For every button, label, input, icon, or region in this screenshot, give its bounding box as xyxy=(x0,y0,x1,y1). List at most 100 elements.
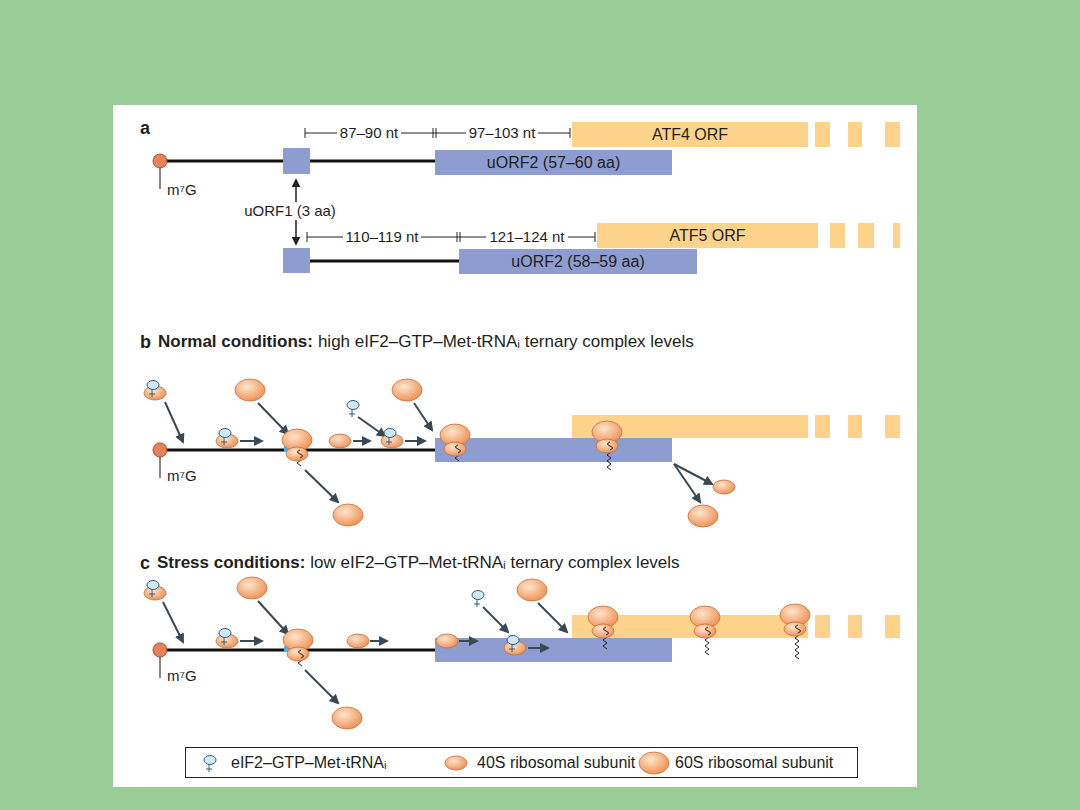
panel-heading: Stress conditions: xyxy=(157,553,305,573)
trna-stem xyxy=(352,409,353,417)
ternary-complex xyxy=(507,636,519,645)
trna-stem xyxy=(152,389,153,397)
dimension-tick xyxy=(460,232,461,242)
cap-symbol xyxy=(153,443,167,457)
small-subunit xyxy=(436,634,458,648)
dimension-tick xyxy=(436,128,437,138)
small-subunit xyxy=(592,624,614,638)
panel-letter: c xyxy=(140,553,150,574)
box-label: ATF5 ORF xyxy=(669,227,745,245)
dimension-label: 97–103 nt xyxy=(466,124,539,141)
orf-continuation xyxy=(815,122,830,147)
dimension-tick xyxy=(457,232,458,242)
flow-arrow xyxy=(258,601,288,634)
small-subunit xyxy=(286,447,308,461)
flow-arrow xyxy=(258,403,288,434)
mrna-line xyxy=(310,260,459,263)
panel-letter: b xyxy=(140,332,151,353)
ternary-complex xyxy=(347,401,359,410)
flow-arrow xyxy=(358,417,385,436)
trna-arm xyxy=(509,649,515,650)
flow-arrow xyxy=(305,670,338,703)
legend-label: 40S ribosomal subunit xyxy=(477,754,635,772)
uorf1-box xyxy=(283,148,310,174)
large-subunit xyxy=(235,379,265,401)
trna-stem xyxy=(389,437,390,445)
trna-arm xyxy=(221,442,227,443)
ternary-complex xyxy=(219,629,231,638)
dimension-tick xyxy=(307,232,308,242)
box-label: uORF2 (58–59 aa) xyxy=(511,253,644,271)
orf-continuation xyxy=(848,415,862,438)
ternary-complex xyxy=(147,381,159,390)
large-subunit xyxy=(688,505,718,527)
flow-arrow xyxy=(305,470,338,502)
flow-arrow xyxy=(353,440,370,442)
peptide-mark xyxy=(456,445,461,453)
flow-arrow xyxy=(483,607,508,632)
peptide-mark xyxy=(796,625,801,633)
small-subunit xyxy=(784,622,806,636)
orf-continuation xyxy=(858,223,874,248)
orf-continuation xyxy=(830,223,845,248)
flow-arrow xyxy=(240,640,262,642)
trna-stem xyxy=(512,644,513,652)
mrna-line xyxy=(160,160,283,163)
box-label: ATF4 ORF xyxy=(652,126,728,144)
trna-arm xyxy=(349,414,355,415)
flow-arrow xyxy=(370,640,387,642)
uorf1-box xyxy=(283,248,310,273)
legend-item: 60S ribosomal subunit xyxy=(638,748,833,777)
trna-arm xyxy=(221,642,227,643)
flow-arrow xyxy=(459,640,477,642)
cap-label: m⁷G xyxy=(167,467,197,484)
orf-continuation xyxy=(885,122,900,147)
trna-arm xyxy=(386,442,392,443)
panel-b xyxy=(144,379,900,527)
uorf-box: uORF2 (58–59 aa) xyxy=(459,249,697,274)
cap-stem xyxy=(160,456,161,478)
uorf-box: uORF2 (57–60 aa) xyxy=(435,150,672,175)
trna-arm xyxy=(474,604,480,605)
large-subunit xyxy=(517,579,547,601)
legend-symbol xyxy=(194,749,226,776)
dimension-tick xyxy=(305,128,306,138)
orf-continuation xyxy=(815,615,830,638)
orf-continuation xyxy=(815,415,830,438)
orf-continuation xyxy=(848,615,862,638)
orf-continuation xyxy=(885,615,900,638)
trna-stem xyxy=(152,589,153,597)
peptide-mark xyxy=(706,627,711,635)
flow-arrow xyxy=(405,440,425,442)
legend-item: 40S ribosomal subunit xyxy=(440,748,635,777)
uorf2-box xyxy=(435,438,672,462)
legend-box: eIF2–GTP–Met-tRNAᵢ 40S ribosomal subunit6… xyxy=(185,747,858,778)
panel-letter: a xyxy=(140,118,150,139)
orf-continuation xyxy=(848,122,862,147)
large-subunit xyxy=(392,379,422,401)
large-subunit xyxy=(333,504,363,526)
trna-arm xyxy=(149,594,155,595)
uorf2-box xyxy=(435,638,672,662)
orf-box: ATF5 ORF xyxy=(597,223,818,248)
small-subunit xyxy=(713,480,735,494)
trna-arm xyxy=(206,769,212,770)
dimension-tick xyxy=(433,128,434,138)
trna-arm xyxy=(149,394,155,395)
flow-arrow xyxy=(165,402,183,442)
dimension-label: 110–119 nt xyxy=(343,228,422,245)
legend-label: eIF2–GTP–Met-tRNAᵢ xyxy=(231,754,386,772)
cap-label: m⁷G xyxy=(167,181,197,198)
legend-item: eIF2–GTP–Met-tRNAᵢ xyxy=(194,748,386,777)
panel-heading: high eIF2–GTP–Met-tRNAᵢ ternary complex … xyxy=(318,332,694,352)
flow-arrow xyxy=(538,603,567,632)
box-label: uORF2 (57–60 aa) xyxy=(487,154,620,172)
trna-stem xyxy=(477,599,478,607)
small-subunit xyxy=(347,634,369,648)
small-subunit xyxy=(694,624,716,638)
ternary-complex xyxy=(219,429,231,438)
peptide-mark xyxy=(608,442,613,450)
panel-heading: Normal conditions: xyxy=(158,332,313,352)
flow-arrow xyxy=(414,403,432,430)
orf-continuation xyxy=(893,223,900,248)
